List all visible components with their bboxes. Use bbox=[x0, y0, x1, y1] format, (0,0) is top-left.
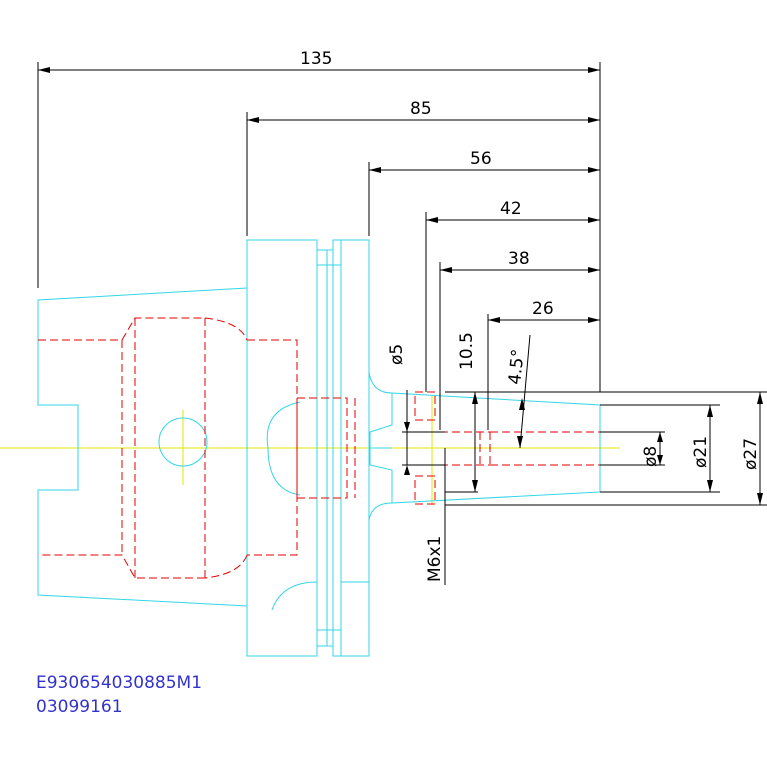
dimension-lines bbox=[37, 62, 767, 585]
dim-thread: M6x1 bbox=[425, 536, 445, 582]
dim-taper-angle: 4.5° bbox=[505, 348, 529, 385]
hidden-lines bbox=[38, 317, 600, 579]
dim-length-26: 26 bbox=[532, 299, 554, 319]
dim-nose-diameter: ø27 bbox=[741, 438, 761, 470]
reference-code-label: 03099161 bbox=[36, 697, 123, 717]
part-outline bbox=[37, 239, 601, 657]
dim-length-42: 42 bbox=[500, 199, 522, 219]
part-code-label: E930654030885M1 bbox=[36, 673, 203, 693]
arrowheads bbox=[38, 67, 763, 505]
dim-collar-to-end: 56 bbox=[470, 149, 492, 169]
dim-hole-diameter: ø5 bbox=[387, 344, 407, 365]
dim-depth: 10.5 bbox=[457, 332, 477, 370]
dim-bore-diameter: ø8 bbox=[641, 446, 661, 467]
dim-flange-to-end: 85 bbox=[410, 99, 432, 119]
center-lines bbox=[0, 395, 620, 505]
dim-tip-diameter: ø21 bbox=[691, 436, 711, 468]
dim-overall-length: 135 bbox=[300, 49, 332, 69]
dim-length-38: 38 bbox=[508, 249, 530, 269]
